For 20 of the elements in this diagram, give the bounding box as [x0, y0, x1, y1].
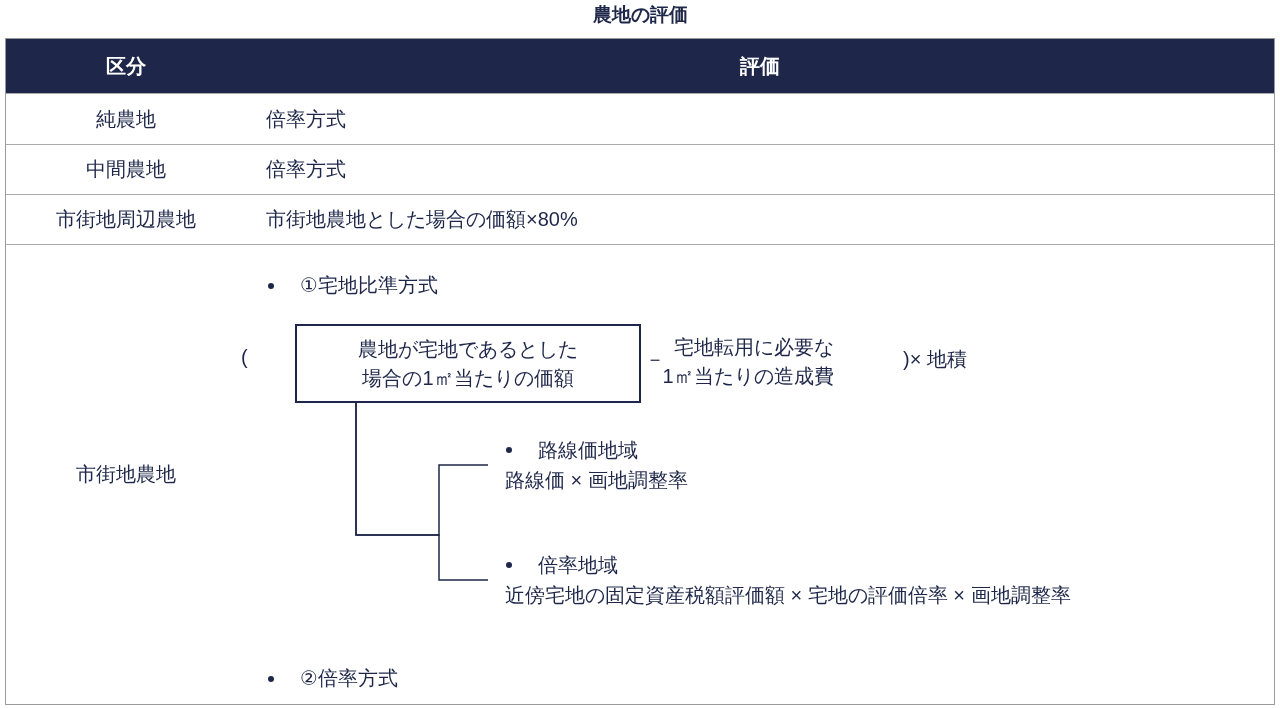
category-text: 純農地: [96, 106, 156, 132]
formula-text: 近傍宅地の固定資産税額評価額 × 宅地の評価倍率 × 画地調整率: [505, 583, 1072, 608]
bullet-text: ①宅地比準方式: [300, 273, 438, 298]
title: 農地の評価: [591, 3, 689, 27]
column-header: 評価: [740, 53, 780, 79]
bullet-text: ②倍率方式: [300, 666, 398, 691]
method-text: 市街地農地とした場合の価額×80%: [266, 207, 578, 232]
area-heading: 路線価地域: [538, 438, 638, 463]
formula-text: )× 地積: [903, 347, 967, 372]
method-text: 倍率方式: [266, 157, 346, 182]
category-text: 中間農地: [86, 157, 166, 182]
column-header: 区分: [106, 53, 146, 79]
formula-box: 農地が宅地であるとした場合の1㎡当たりの価額: [295, 324, 641, 403]
area-heading: 倍率地域: [538, 553, 618, 578]
category-text: 市街地周辺農地: [56, 207, 196, 232]
formula-text: 路線価 × 画地調整率: [505, 468, 689, 493]
method-text: 倍率方式: [266, 106, 346, 132]
category-text: 市街地農地: [76, 462, 176, 487]
connector-line: [355, 402, 489, 581]
parenthesis: (: [241, 346, 248, 369]
